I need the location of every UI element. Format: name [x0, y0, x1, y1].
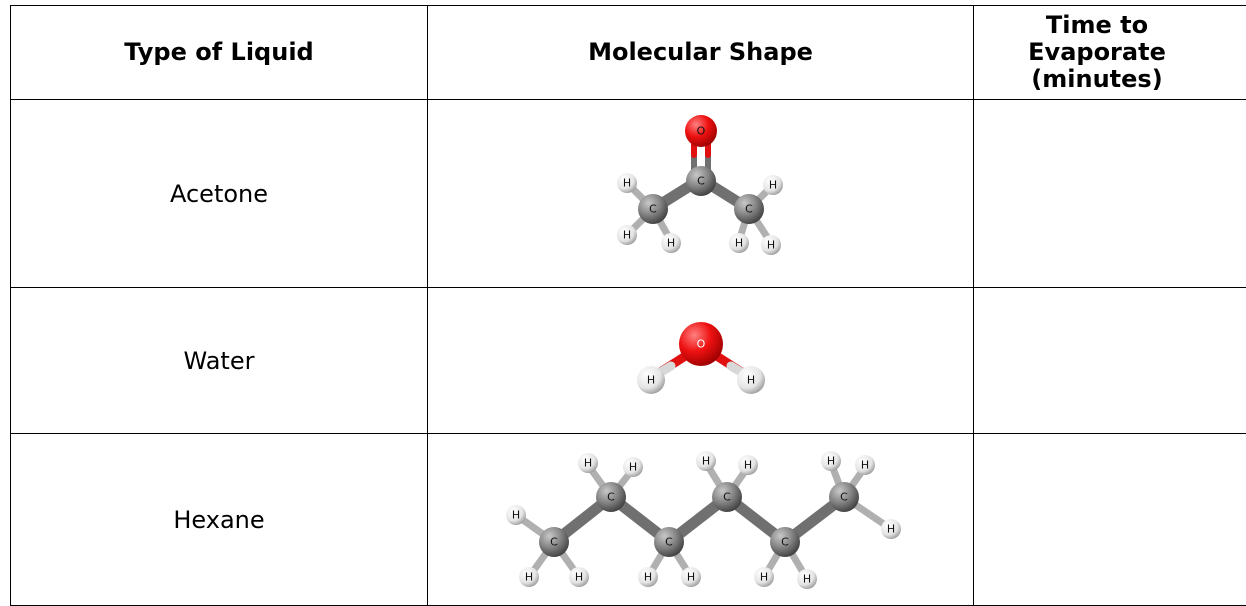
- table-row-acetone: Acetone: [11, 100, 1246, 288]
- atom-label: C: [745, 202, 753, 215]
- water-hydrogen-atom-right: H: [737, 366, 765, 394]
- atom-label: C: [607, 491, 615, 504]
- atom-label: C: [723, 491, 731, 504]
- hexane-carbon-atom: C: [539, 527, 569, 557]
- atom-label: H: [766, 238, 774, 251]
- time-to-evaporate-acetone[interactable]: [974, 100, 1246, 288]
- acetone-carbon-atom-center: C: [686, 166, 716, 196]
- hexane-hydrogen-atom: H: [696, 451, 716, 471]
- atom-label: H: [886, 523, 894, 536]
- hexane-hydrogen-atom: H: [681, 567, 701, 587]
- atom-label: C: [840, 491, 848, 504]
- atom-label: C: [665, 536, 673, 549]
- hexane-bonds: [516, 463, 891, 579]
- time-to-evaporate-hexane[interactable]: [974, 434, 1246, 606]
- atom-label: H: [701, 455, 709, 468]
- liquid-name-acetone: Acetone: [11, 100, 428, 288]
- water-oxygen-atom: O: [679, 322, 723, 366]
- acetone-molecule-image: O C C C H: [591, 109, 811, 279]
- hexane-hydrogen-atom: H: [569, 567, 589, 587]
- hexane-carbon-atom: C: [712, 482, 742, 512]
- hexane-hydrogen-atom: H: [855, 455, 875, 475]
- atom-label: O: [696, 337, 705, 350]
- liquid-name-hexane: Hexane: [11, 434, 428, 606]
- header-row: Type of Liquid Molecular Shape Time to E…: [11, 6, 1246, 100]
- water-molecule-image: O H H: [621, 316, 781, 406]
- acetone-hydrogen-atom: H: [617, 225, 637, 245]
- acetone-oxygen-atom: O: [685, 115, 717, 147]
- atom-label: C: [550, 536, 558, 549]
- acetone-hydrogen-atom: H: [761, 235, 781, 255]
- table-row-hexane: Hexane: [11, 434, 1246, 606]
- evaporation-table: Type of Liquid Molecular Shape Time to E…: [10, 5, 1246, 606]
- table-row-water: Water O H H: [11, 288, 1246, 434]
- hexane-hydrogen-atom: H: [797, 569, 817, 589]
- molecular-shape-hexane-cell: C C C C C: [428, 434, 974, 606]
- time-to-evaporate-water[interactable]: [974, 288, 1246, 434]
- atom-label: H: [759, 571, 767, 584]
- acetone-hydrogen-atom: H: [661, 233, 681, 253]
- hexane-molecule-image: C C C C C: [501, 447, 901, 592]
- acetone-hydrogen-atom: H: [617, 173, 637, 193]
- hexane-hydrogen-atom: H: [754, 567, 774, 587]
- acetone-hydrogen-atom: H: [763, 175, 783, 195]
- atom-label: H: [686, 571, 694, 584]
- atom-label: H: [802, 573, 810, 586]
- hexane-hydrogen-atom: H: [821, 451, 841, 471]
- atom-label: H: [574, 571, 582, 584]
- acetone-hydrogen-atom: H: [729, 233, 749, 253]
- hexane-carbon-atom: C: [654, 527, 684, 557]
- atom-label: H: [746, 373, 754, 386]
- liquid-name-water: Water: [11, 288, 428, 434]
- header-type-of-liquid: Type of Liquid: [11, 6, 428, 100]
- atom-label: H: [524, 571, 532, 584]
- atom-label: H: [646, 373, 654, 386]
- hexane-carbon-atom: C: [770, 527, 800, 557]
- hexane-hydrogen-atom: H: [623, 457, 643, 477]
- header-time-line2: (minutes): [974, 66, 1246, 93]
- atom-label: H: [734, 236, 742, 249]
- acetone-carbon-atom-right: C: [734, 194, 764, 224]
- hexane-hydrogen-atom: H: [881, 519, 901, 539]
- atom-label: C: [697, 174, 705, 187]
- atom-label: H: [768, 178, 776, 191]
- atom-label: O: [696, 124, 705, 137]
- hexane-hydrogen-atom: H: [638, 567, 658, 587]
- molecular-shape-water-cell: O H H: [428, 288, 974, 434]
- atom-label: H: [860, 459, 868, 472]
- hexane-carbon-atom: C: [829, 482, 859, 512]
- atom-label: H: [826, 455, 834, 468]
- atom-label: H: [666, 236, 674, 249]
- atom-label: C: [781, 536, 789, 549]
- atom-label: H: [743, 459, 751, 472]
- acetone-carbon-atom-left: C: [638, 194, 668, 224]
- header-time-line1: Time to Evaporate: [974, 12, 1246, 66]
- atom-label: H: [511, 509, 519, 522]
- header-molecular-shape: Molecular Shape: [428, 6, 974, 100]
- atom-label: H: [583, 457, 591, 470]
- hexane-hydrogen-atom: H: [578, 453, 598, 473]
- hexane-hydrogen-atom: H: [738, 455, 758, 475]
- hexane-hydrogen-atom: H: [519, 567, 539, 587]
- atom-label: H: [622, 228, 630, 241]
- water-hydrogen-atom-left: H: [637, 366, 665, 394]
- header-time-to-evaporate: Time to Evaporate (minutes): [974, 6, 1246, 100]
- atom-label: H: [628, 461, 636, 474]
- atom-label: H: [643, 571, 651, 584]
- atom-label: C: [649, 202, 657, 215]
- atom-label: H: [622, 176, 630, 189]
- molecular-shape-acetone-cell: O C C C H: [428, 100, 974, 288]
- hexane-hydrogen-atom: H: [506, 505, 526, 525]
- hexane-carbon-atom: C: [596, 482, 626, 512]
